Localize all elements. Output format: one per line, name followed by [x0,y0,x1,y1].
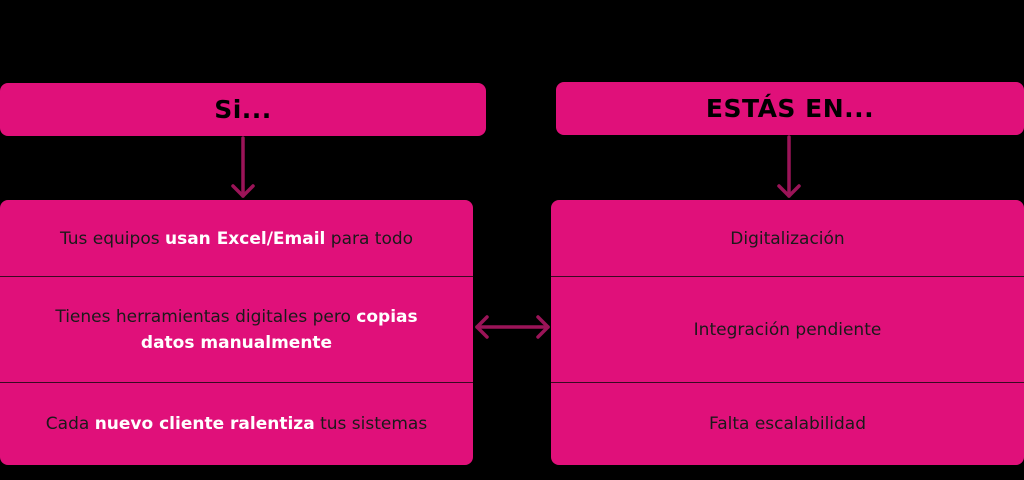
condition-row: Cada nuevo cliente ralentiza tus sistema… [0,383,473,465]
row-divider [551,276,1024,277]
down-arrow-left [231,136,255,198]
left-header: Si... [0,83,486,136]
row-divider [0,382,473,383]
stage-label: Digitalización [730,228,845,249]
conditions-panel: Tus equipos usan Excel/Email para todo T… [0,200,473,465]
down-arrow-right [777,135,801,198]
stage-label: Integración pendiente [693,320,882,340]
condition-row: Tienes herramientas digitales pero copia… [0,277,473,383]
condition-text-part: Tienes herramientas digitales pero [55,307,357,327]
row-divider [0,276,473,277]
condition-text-emphasis: copias datos manualmente [140,307,418,353]
right-header-label: ESTÁS EN... [705,94,875,123]
left-header-label: Si... [214,95,272,124]
condition-text-part: tus sistemas [314,414,428,434]
condition-text-part: Tus equipos [59,228,165,249]
double-arrow-icon [475,315,550,339]
right-header: ESTÁS EN... [556,82,1024,135]
condition-text: Tienes herramientas digitales pero copia… [28,304,445,356]
condition-text: Cada nuevo cliente ralentiza tus sistema… [46,411,427,437]
condition-text: Tus equipos usan Excel/Email para todo [60,226,413,252]
row-divider [551,382,1024,383]
stage-row: Falta escalabilidad [551,383,1024,465]
condition-text-part: para todo [325,228,414,249]
stages-panel: Digitalización Integración pendiente Fal… [551,200,1024,465]
condition-text-emphasis: usan Excel/Email [164,228,326,249]
condition-text-part: Cada [45,414,95,434]
condition-text-emphasis: nuevo cliente ralentiza [94,414,315,434]
stage-row: Digitalización [551,200,1024,277]
condition-row: Tus equipos usan Excel/Email para todo [0,200,473,277]
stage-label: Falta escalabilidad [708,414,867,434]
stage-row: Integración pendiente [551,277,1024,383]
